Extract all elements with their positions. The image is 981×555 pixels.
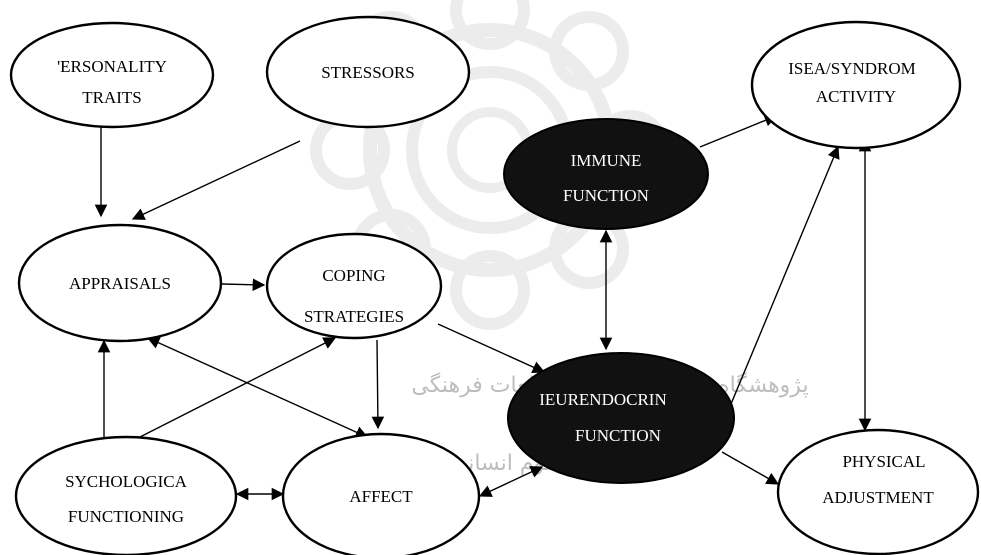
arrow-affect-neuroendocrine-bidirectional [478,466,544,497]
personality-traits-label-2: TRAITS [82,88,142,107]
disease-activity-label-1: ISEA/SYNDROM [788,59,916,78]
coping-strategies-label-1: COPING [322,266,385,285]
arrow-immune-to-disease [699,114,778,148]
arrow-neuroendocrine-to-disease [730,145,840,405]
personality-traits-label-1: 'ERSONALITY [57,57,167,76]
arrow-stressors-to-appraisals [131,140,301,220]
node-appraisals: APPRAISALS [17,223,223,343]
arrow-psychological-to-coping [137,337,337,439]
neuroendocrine-function-label-1: IEURENDOCRIN [539,390,667,409]
physical-adjustment-label-1: PHYSICAL [842,452,925,471]
node-coping-strategies: COPING STRATEGIES [265,232,443,340]
node-disease-activity: ISEA/SYNDROM ACTIVITY [750,20,962,150]
arrow-appraisals-affect-bidirectional [146,336,369,439]
physical-adjustment-label-2: ADJUSTMENT [822,488,934,507]
node-stressors: STRESSORS [265,15,471,129]
node-immune-function: IMMUNE FUNCTION [503,118,709,230]
node-personality-traits: 'ERSONALITY TRAITS [9,21,215,129]
node-neuroendocrine-function: IEURENDOCRIN FUNCTION [507,352,735,484]
coping-strategies-label-2: STRATEGIES [304,307,404,326]
node-affect: AFFECT [281,432,481,555]
psychological-functioning-label-1: SYCHOLOGICA [65,472,188,491]
arrow-neuroendocrine-to-physical [721,451,780,485]
psychological-functioning-label-2: FUNCTIONING [68,507,184,526]
appraisals-label: APPRAISALS [69,274,171,293]
arrow-coping-to-affect [371,339,385,430]
disease-activity-label-2: ACTIVITY [816,87,896,106]
arrows [94,114,872,501]
node-physical-adjustment: PHYSICAL ADJUSTMENT [776,428,980,555]
node-psychological-functioning: SYCHOLOGICA FUNCTIONING [14,435,238,555]
arrow-coping-to-neuroendocrine [437,323,546,374]
immune-function-label-2: FUNCTION [563,186,649,205]
affect-label: AFFECT [349,487,413,506]
stressors-label: STRESSORS [321,63,415,82]
immune-function-label-1: IMMUNE [571,151,642,170]
neuroendocrine-function-label-2: FUNCTION [575,426,661,445]
arrow-appraisals-to-coping [221,278,266,292]
